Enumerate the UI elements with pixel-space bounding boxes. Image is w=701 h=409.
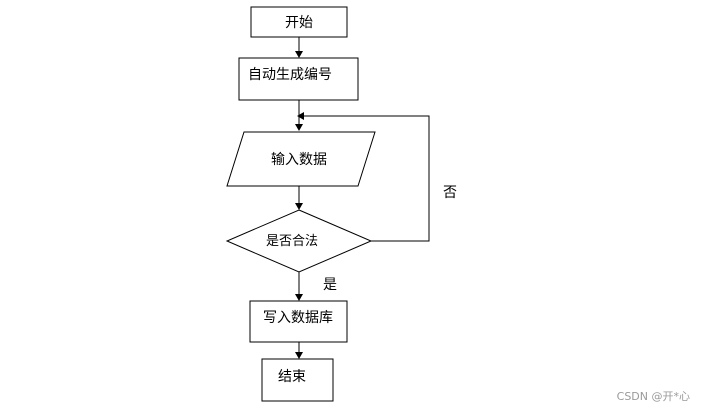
node-start: 开始 [250, 6, 348, 38]
edge-yes-label: 是 [323, 277, 337, 293]
arrow-head-icon [295, 124, 303, 131]
edge-auto-number-to-input [295, 100, 303, 131]
edge-yes [295, 272, 303, 301]
node-is-valid: 是否合法 [225, 209, 373, 273]
arrow-head-icon [295, 294, 303, 301]
arrow-head-icon [295, 51, 303, 58]
node-input-data-label: 输入数据 [271, 152, 327, 168]
watermark-text: CSDN @开*心 [617, 390, 690, 403]
node-start-label: 开始 [285, 15, 313, 31]
arrow-head-icon [297, 112, 304, 120]
node-is-valid-label: 是否合法 [266, 234, 318, 249]
node-auto-number: 自动生成编号 [238, 57, 359, 101]
node-end: 结束 [261, 358, 334, 402]
edge-no-label: 否 [443, 185, 457, 201]
node-write-db: 写入数据库 [249, 300, 348, 343]
node-write-db-label: 写入数据库 [263, 310, 333, 326]
node-end-label: 结束 [278, 369, 306, 385]
edge-write-db-to-end [295, 342, 303, 359]
edge-input-to-decision [295, 186, 303, 210]
node-auto-number-label: 自动生成编号 [248, 67, 332, 83]
arrow-head-icon [295, 203, 303, 210]
edge-start-to-auto-number [295, 37, 303, 58]
edge-no-loop [297, 112, 430, 242]
node-input-data: 输入数据 [226, 131, 376, 187]
arrow-head-icon [295, 352, 303, 359]
